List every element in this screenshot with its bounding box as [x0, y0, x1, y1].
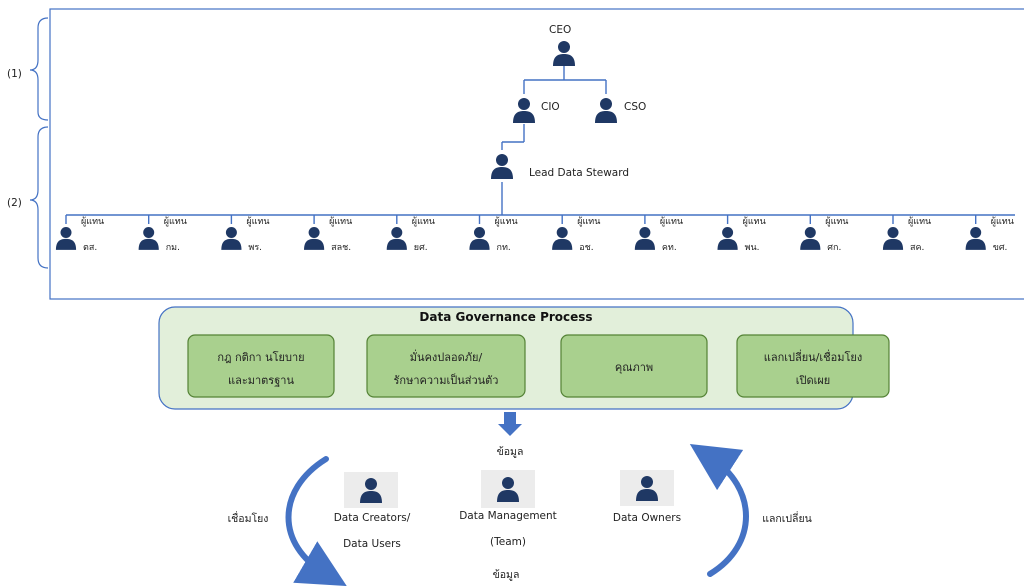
- representative-label-bottom: คท.: [662, 243, 677, 253]
- representative-label-bottom: กท.: [497, 243, 511, 253]
- left-curved-arrow-icon: [285, 456, 347, 586]
- representative-label-bottom: พน.: [745, 243, 760, 253]
- data-management-label-2: (Team): [490, 536, 526, 548]
- representative-label-bottom: ยศ.: [414, 243, 428, 253]
- representative-label-top: ผู้แทน: [991, 216, 1014, 227]
- data-creators-label-2: Data Users: [343, 538, 401, 550]
- representative-label-top: ผู้แทน: [246, 216, 269, 227]
- process-box-quality: คุณภาพ: [560, 334, 708, 398]
- representative-label-top: ผู้แทน: [908, 216, 931, 227]
- process-box-security: มั่นคงปลอดภัย/ รักษาความเป็นส่วนตัว: [366, 334, 526, 398]
- cso-label: CSO: [624, 101, 646, 113]
- lead-data-steward-label: Lead Data Steward: [529, 167, 629, 179]
- representative-label-bottom: ขศ.: [993, 243, 1008, 253]
- process-box-exchange-line1: แลกเปลี่ยน/เชื่อมโยง: [764, 349, 862, 364]
- process-title: Data Governance Process: [419, 310, 592, 324]
- representative-label-top: ผู้แทน: [412, 216, 435, 227]
- data-label-bottom: ข้อมูล: [493, 569, 520, 581]
- process-box-policy-line1: กฎ กติกา นโยบาย: [217, 350, 304, 364]
- representative-label-top: ผู้แทน: [329, 216, 352, 227]
- representative-label-top: ผู้แทน: [577, 216, 600, 227]
- org-connectors: [66, 66, 1015, 216]
- right-curved-arrow-icon: [689, 443, 749, 577]
- representative-label-top: ผู้แทน: [164, 216, 187, 227]
- ceo-label: CEO: [549, 24, 571, 36]
- process-box-exchange: แลกเปลี่ยน/เชื่อมโยง เปิดเผย: [736, 334, 890, 398]
- org-chart-frame: [49, 8, 1024, 300]
- representative-label-bottom: อช.: [579, 243, 593, 253]
- data-owners-label: Data Owners: [613, 512, 681, 524]
- representative-label-bottom: ตส.: [83, 243, 97, 253]
- representative-label-bottom: ศก.: [827, 243, 841, 253]
- data-label-top: ข้อมูล: [497, 446, 524, 458]
- process-box-policy-line2: และมาตรฐาน: [228, 374, 294, 387]
- exchange-label: แลกเปลี่ยน: [762, 511, 812, 525]
- representative-label-top: ผู้แทน: [660, 216, 683, 227]
- data-creators-label-1: Data Creators/: [334, 512, 411, 524]
- bracket-level-1: [29, 17, 49, 121]
- representative-label-top: ผู้แทน: [743, 216, 766, 227]
- down-arrow-icon: [498, 412, 522, 436]
- bracket-level-2: [29, 126, 49, 269]
- process-box-exchange-line2: เปิดเผย: [796, 374, 831, 387]
- process-box-security-line1: มั่นคงปลอดภัย/: [410, 349, 483, 364]
- bracket-label-1: (1): [7, 68, 22, 80]
- data-management-label-1: Data Management: [459, 510, 557, 522]
- process-box-security-line2: รักษาความเป็นส่วนตัว: [394, 373, 499, 387]
- cio-label: CIO: [541, 101, 560, 113]
- representative-label-bottom: กม.: [166, 243, 180, 253]
- process-box-policy: กฎ กติกา นโยบาย และมาตรฐาน: [187, 334, 335, 398]
- representative-label-bottom: พร.: [248, 243, 262, 253]
- representative-label-top: ผู้แทน: [81, 216, 104, 227]
- bracket-label-2: (2): [7, 197, 22, 209]
- representative-label-top: ผู้แทน: [825, 216, 848, 227]
- representatives-row: ผู้แทนตส.ผู้แทนกม.ผู้แทนพร.ผู้แทนสลช.ผู้…: [55, 215, 1014, 253]
- process-box-quality-line1: คุณภาพ: [615, 361, 653, 374]
- representative-label-top: ผู้แทน: [495, 216, 518, 227]
- representative-label-bottom: สค.: [910, 243, 924, 253]
- representative-label-bottom: สลช.: [331, 243, 351, 253]
- link-label: เชื่อมโยง: [228, 511, 269, 525]
